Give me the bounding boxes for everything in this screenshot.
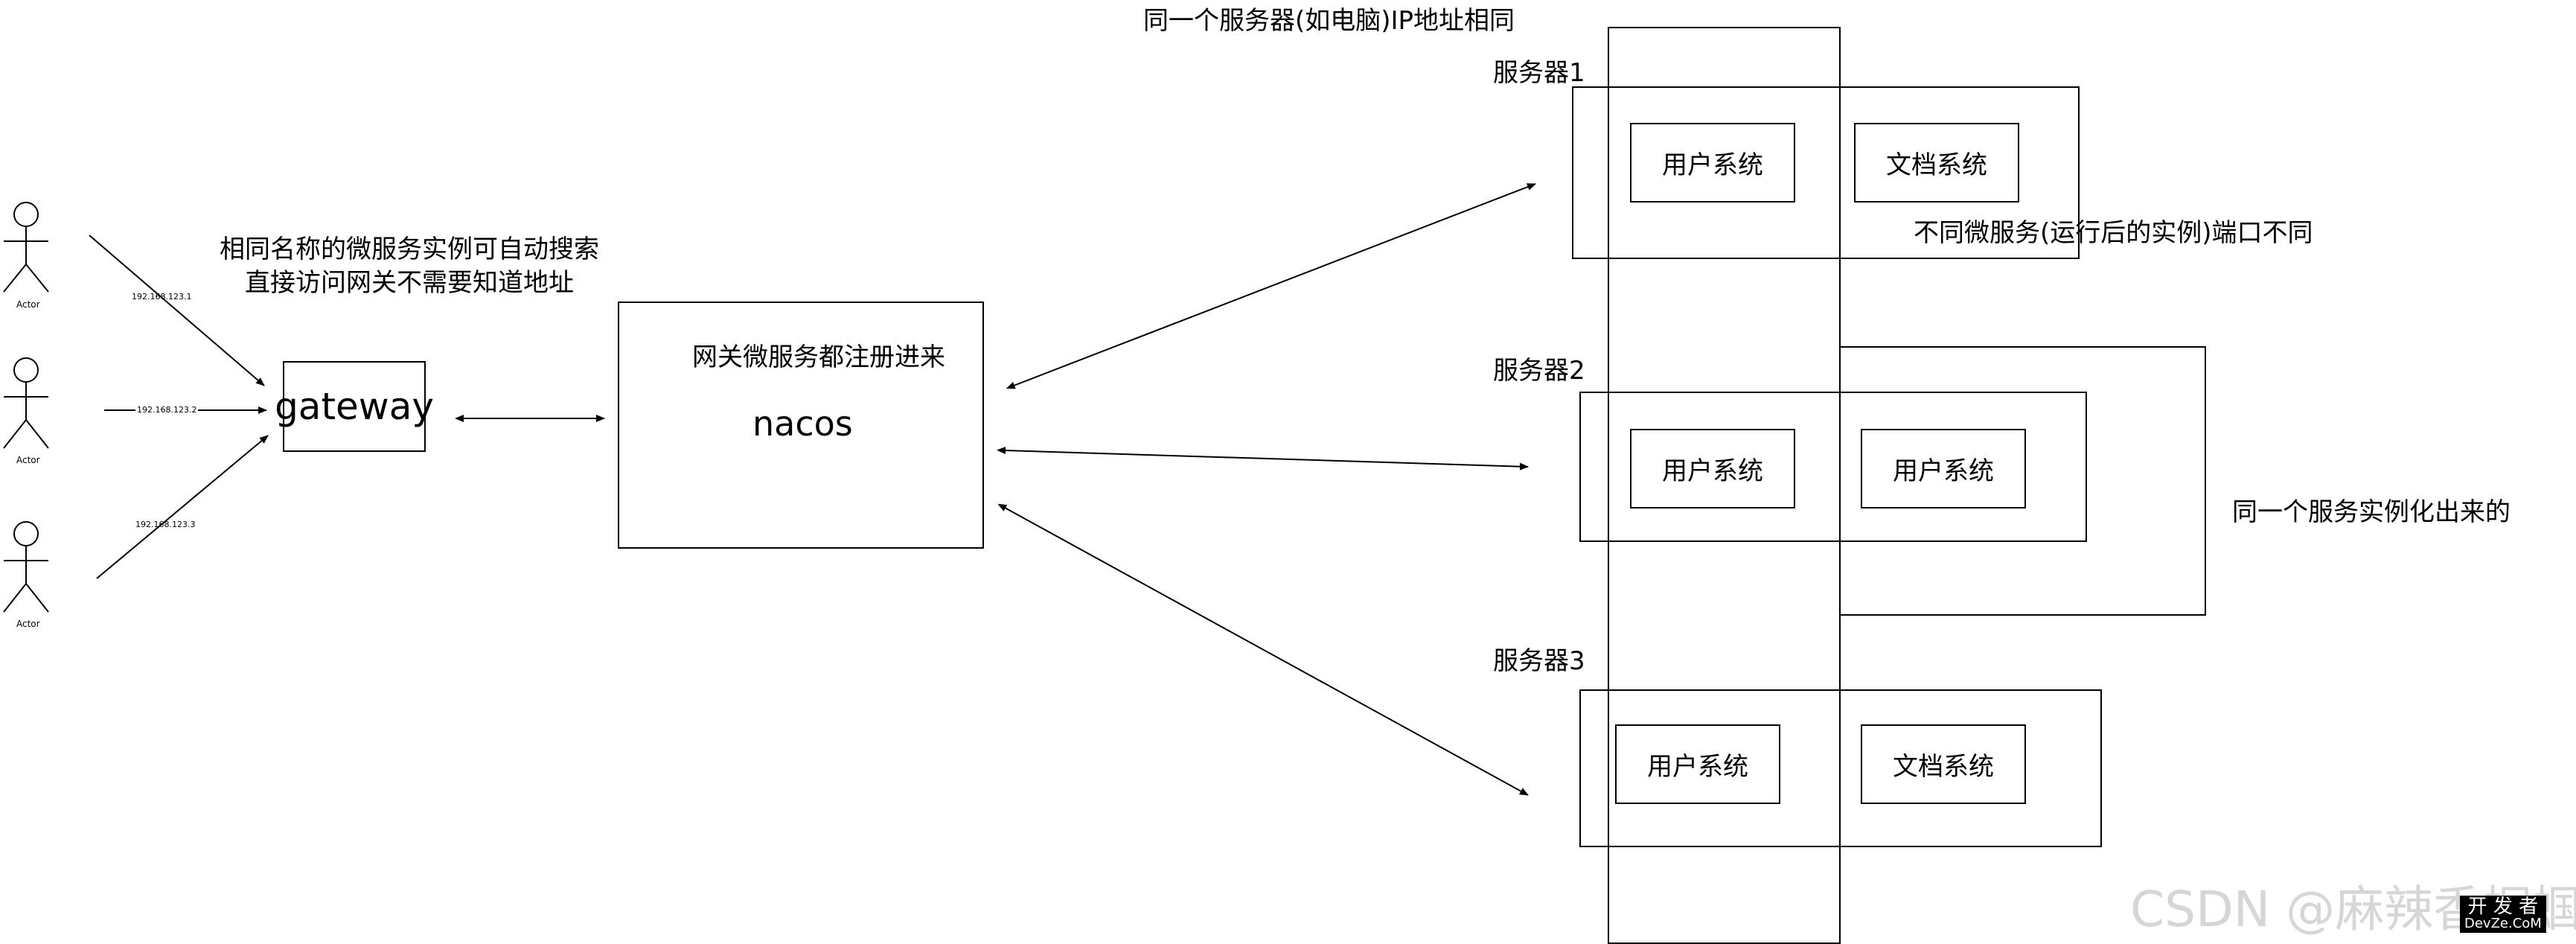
arrow-nacos-server2 <box>997 447 1529 471</box>
server-1-service-2-box <box>1854 123 2019 202</box>
arrow-nacos-server3 <box>997 503 1529 796</box>
server-2-service-2-label: 用户系统 <box>1893 456 1994 486</box>
server-1-label: 服务器1 <box>1493 58 1585 88</box>
server-3-label: 服务器3 <box>1493 646 1585 676</box>
server-3-service-1-box <box>1615 724 1780 804</box>
actor-3-label: Actor <box>16 619 40 629</box>
right-column-outline <box>1839 28 2206 943</box>
server-1-service-1-box <box>1630 123 1795 202</box>
arrow-actor3-gateway <box>96 435 269 579</box>
arrow-nacos-server1 <box>1006 183 1536 389</box>
devze-badge: 开 发 者 DevZe.CoM <box>2460 896 2546 934</box>
server-1-service-2-label: 文档系统 <box>1886 150 1987 180</box>
actor-2-ip: 192.168.123.2 <box>135 405 199 415</box>
server-2-service-1-label: 用户系统 <box>1662 456 1763 486</box>
server-2-service-1-box <box>1630 429 1795 508</box>
left-column-outline <box>1608 27 1841 944</box>
server-2-box <box>1579 392 2087 542</box>
registration-note: 网关微服务都注册进来 <box>692 342 945 372</box>
devze-badge-line2: DevZe.CoM <box>2464 916 2542 932</box>
actor-3-ip: 192.168.123.3 <box>135 520 196 529</box>
actor-3-figure <box>3 521 49 613</box>
actor-1-ip: 192.168.123.1 <box>132 292 192 302</box>
same-server-note: 同一个服务器(如电脑)IP地址相同 <box>1143 6 1515 36</box>
server-2-service-2-box <box>1861 429 2026 508</box>
auto-discovery-note-line1: 相同名称的微服务实例可自动搜索 <box>220 235 599 264</box>
server-2-label: 服务器2 <box>1493 356 1585 386</box>
server-1-box <box>1572 86 2080 259</box>
different-ports-note: 不同微服务(运行后的实例)端口不同 <box>1914 218 2313 248</box>
devze-badge-line1: 开 发 者 <box>2467 896 2539 918</box>
arrow-actor1-gateway <box>89 235 265 386</box>
same-service-instances-note: 同一个服务实例化出来的 <box>2232 497 2511 527</box>
nacos-label: nacos <box>752 404 853 444</box>
nacos-box <box>618 302 984 549</box>
server-3-service-1-label: 用户系统 <box>1647 752 1748 782</box>
actor-1-figure <box>3 202 49 293</box>
actor-2-label: Actor <box>16 455 40 465</box>
server-3-service-2-label: 文档系统 <box>1893 752 1994 782</box>
server-3-service-2-box <box>1861 724 2026 804</box>
gateway-box <box>283 361 426 452</box>
gateway-label: gateway <box>275 385 434 428</box>
server-1-service-1-label: 用户系统 <box>1662 150 1763 180</box>
auto-discovery-note-line2: 直接访问网关不需要知道地址 <box>245 268 574 298</box>
server-3-box <box>1579 689 2102 847</box>
actor-1-label: Actor <box>16 299 40 310</box>
actor-2-figure <box>3 357 49 449</box>
